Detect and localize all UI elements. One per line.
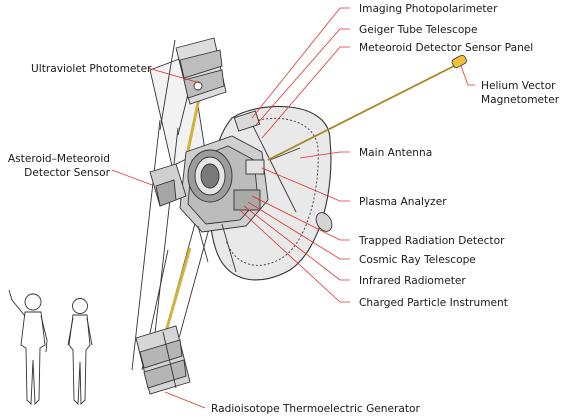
label-geiger-tube-telescope: Geiger Tube Telescope [359,24,478,36]
upper-rtg-unit [175,37,227,105]
label-trapped-radiation-detector: Trapped Radiation Detector [358,235,505,247]
leader-lines [111,7,475,409]
label-charged-particle-instrument: Charged Particle Instrument [359,297,508,309]
label-meteoroid-detector-sensor-panel: Meteoroid Detector Sensor Panel [359,42,533,54]
asteroid-meteoroid-sensor [149,163,187,207]
plasma-analyzer-unit [315,212,333,232]
label-ultraviolet-photometer: Ultraviolet Photometer [31,63,152,75]
label-imaging-photopolarimeter: Imaging Photopolarimeter [359,3,498,15]
human-figures [8,289,93,406]
lower-rtg-unit [135,325,191,395]
equipment-compartment [179,110,269,273]
label-plasma-analyzer: Plasma Analyzer [359,196,447,208]
male-figure [8,289,48,406]
label-asteroid-meteoroid-line1: Asteroid–Meteoroid [8,153,110,165]
label-infrared-radiometer: Infrared Radiometer [359,275,466,287]
female-figure [67,298,93,406]
magnetometer-boom [267,54,467,161]
label-cosmic-ray-telescope: Cosmic Ray Telescope [359,254,476,266]
spacecraft-illustration [131,37,467,395]
label-helium-vector-magnetometer-line1: Helium Vector [481,80,556,92]
label-main-antenna: Main Antenna [359,147,432,159]
label-radioisotope-thermoelectric-generator: Radioisotope Thermoelectric Generator [211,403,421,415]
diagram-labels: Imaging Photopolarimeter Geiger Tube Tel… [8,3,560,415]
label-helium-vector-magnetometer-line2: Magnetometer [481,94,560,106]
label-asteroid-meteoroid-line2: Detector Sensor [24,167,110,179]
